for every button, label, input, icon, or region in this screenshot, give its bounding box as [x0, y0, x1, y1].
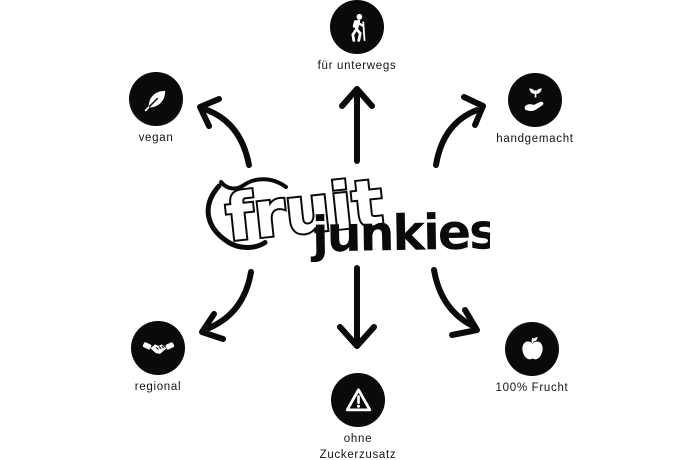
feature-label: für unterwegs: [317, 60, 397, 72]
arrow-to-ohne-zuckerzusatz: [337, 265, 377, 349]
handshake-icon: [131, 321, 185, 375]
apple-icon: [505, 322, 559, 376]
warning-icon: [331, 373, 385, 427]
feature-label: vegan: [138, 132, 174, 144]
feature-vegan: vegan: [81, 72, 231, 147]
leaf-icon: [129, 72, 183, 126]
feature-label: handgemacht: [496, 133, 574, 145]
guitar-curl-icon: [205, 177, 288, 250]
feature-label: 100% Frucht: [495, 382, 569, 394]
feature-label: regional: [134, 381, 182, 393]
feature-100-frucht: 100% Frucht: [457, 322, 607, 397]
feature-fuer-unterwegs: für unterwegs: [282, 0, 432, 75]
feature-handgemacht: handgemacht: [460, 73, 610, 148]
feature-regional: regional: [83, 321, 233, 396]
logo-junkies-text: junkies: [309, 203, 490, 262]
hiker-icon: [330, 0, 384, 54]
logo-fruit-text: fruit: [222, 168, 386, 256]
feature-ohne-zuckerzusatz: ohne Zuckerzusatz: [283, 373, 433, 460]
feature-label: ohne Zuckerzusatz: [319, 433, 397, 460]
hand-sprout-icon: [508, 73, 562, 127]
arrow-to-fuer-unterwegs: [339, 86, 375, 164]
fruit-junkies-logo: fruit junkies: [198, 168, 490, 262]
